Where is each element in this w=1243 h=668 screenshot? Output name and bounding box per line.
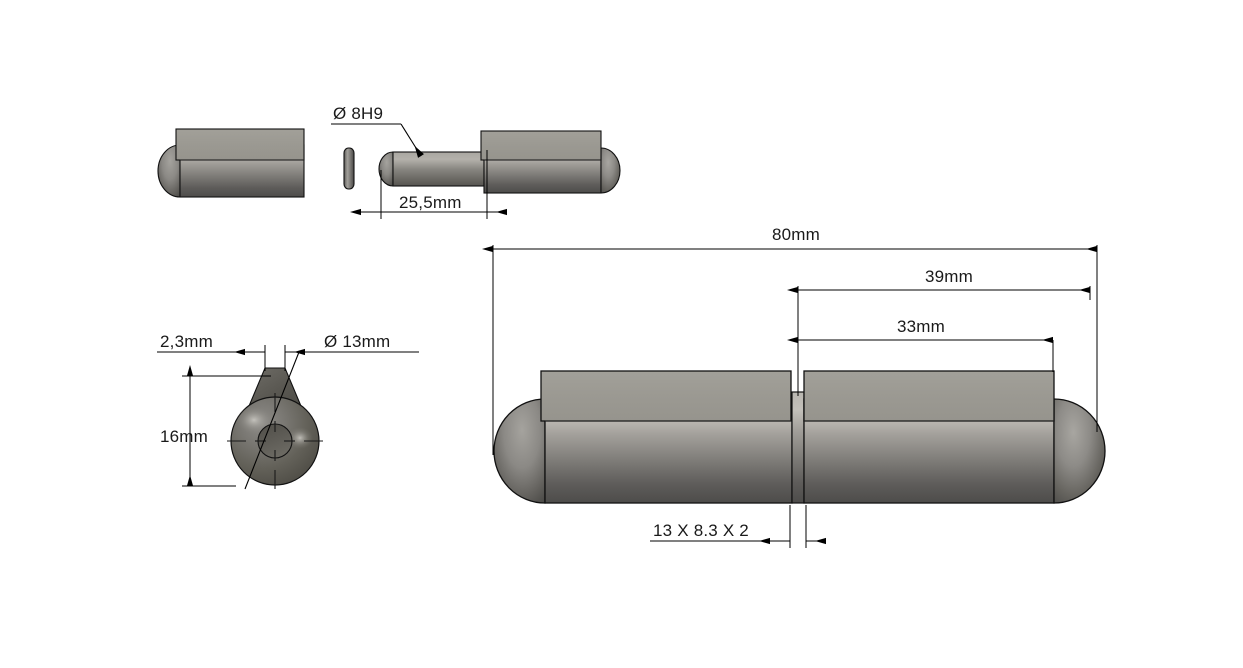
section-centermarks (227, 393, 323, 489)
pin-weld-plate (480, 130, 602, 161)
pin-and-washer-view: Ø 8H9 25,5mm (331, 104, 621, 219)
hinge-left-plate (540, 370, 792, 422)
overall-height-dimension (182, 365, 271, 487)
plate-length-dimension (787, 336, 1054, 372)
pin-length-dimension (350, 150, 507, 219)
pin-length-text: 25,5mm (399, 193, 462, 212)
barrel-left-cap (157, 144, 181, 198)
bore-callout-leader (331, 123, 424, 158)
plate-size-note-text: 13 X 8.3 X 2 (653, 521, 749, 540)
hinge-centre-knuckle (791, 391, 805, 504)
plain-barrel-view (157, 128, 305, 198)
pin-shaft (392, 151, 485, 187)
overall-length-text: 80mm (772, 225, 820, 244)
pin-barrel-right-cap (600, 147, 621, 194)
barrel-weld-plate (175, 128, 305, 161)
plate-size-note-dimension (650, 505, 826, 548)
hinge-right-plate (803, 370, 1055, 422)
flat-width-dimension (157, 345, 305, 371)
pin-left-cap (378, 151, 394, 187)
knuckle-length-text: 39mm (925, 267, 973, 286)
outer-diameter-text: Ø 13mm (324, 332, 390, 351)
washer-disc (343, 147, 355, 190)
overall-height-text: 16mm (160, 427, 208, 446)
hinge-right-cap (1053, 398, 1106, 504)
bore-callout-text: Ø 8H9 (333, 104, 383, 123)
outer-diameter-leader (244, 351, 419, 490)
assembled-hinge-view: 80mm 39mm 33mm 13 X 8.3 X (482, 225, 1106, 548)
hinge-left-cap (493, 398, 546, 504)
flat-width-text: 2,3mm (160, 332, 213, 351)
section-highlight-right (287, 427, 313, 449)
cross-section-view: Ø 13mm 2,3mm 16mm (157, 332, 419, 490)
section-highlight-left (236, 406, 272, 434)
overall-length-dimension (482, 245, 1098, 455)
plate-length-text: 33mm (897, 317, 945, 336)
